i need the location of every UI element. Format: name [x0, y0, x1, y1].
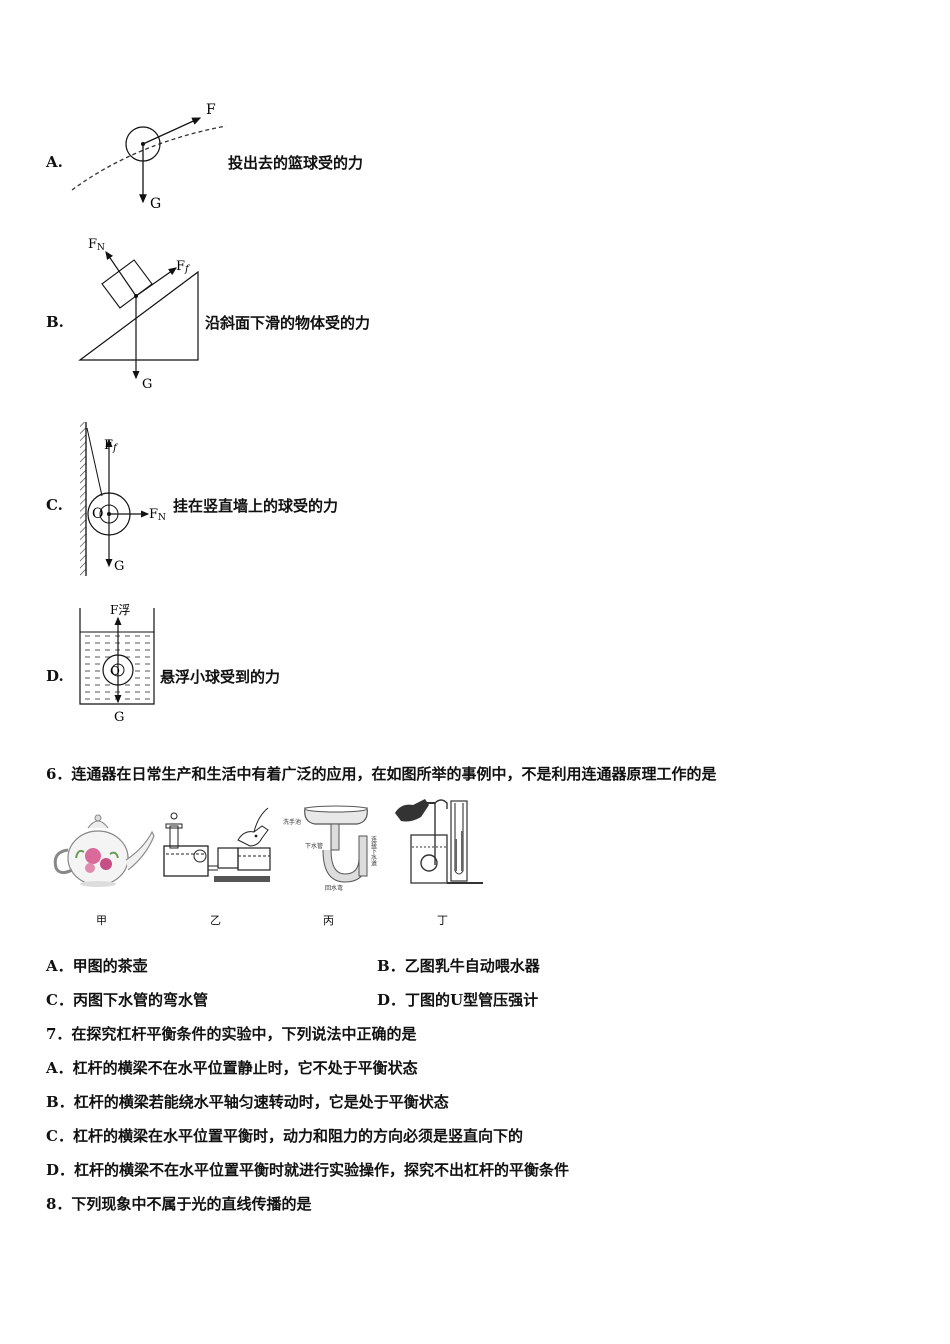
wall-ball-force-diagram: Ff FN O G: [80, 422, 166, 576]
center-label: O: [110, 664, 120, 678]
figure-label-yi: 乙: [210, 914, 221, 927]
option-a-letter: A.: [46, 153, 63, 171]
question-7-stem: 7．在探究杠杆平衡条件的实验中，下列说法中正确的是: [46, 1025, 417, 1043]
drain-pipe: [330, 823, 340, 851]
water-tank: [163, 845, 209, 877]
sink-trap-figure: 洗手池 下水管 回水弯 连接下水道: [283, 805, 377, 892]
gravity-label: G: [142, 377, 152, 392]
option-d-letter: D.: [46, 667, 64, 685]
q6-option-c[interactable]: C．丙图下水管的弯水管: [46, 991, 208, 1009]
q7-option-b[interactable]: B．杠杆的横梁若能绕水平轴匀速转动时，它是处于平衡状态: [46, 1093, 449, 1111]
q7-option-c[interactable]: C．杠杆的横梁在水平位置平衡时，动力和阻力的方向必须是竖直向下的: [46, 1127, 523, 1145]
container: [79, 608, 155, 705]
drinking-trough: [237, 847, 271, 871]
glove-hand: [395, 799, 429, 822]
incline-triangle: [78, 270, 199, 361]
q6-option-a[interactable]: A．甲图的茶壶: [46, 957, 148, 975]
option-b-letter: B.: [46, 313, 64, 331]
friction-force-arrow: [135, 267, 177, 297]
friction-label: Ff: [104, 438, 119, 454]
q7-option-a[interactable]: A．杠杆的横梁不在水平位置静止时，它不处于平衡状态: [46, 1059, 418, 1077]
force-f-arrow: [142, 117, 202, 145]
normal-force-arrow: [105, 251, 137, 297]
gravity-label: G: [114, 710, 124, 725]
center-label: O: [92, 506, 103, 522]
normal-label: FN: [149, 507, 166, 523]
option-d-caption: 悬浮小球受到的力: [160, 668, 281, 686]
incline-force-diagram: FN Ff G: [78, 237, 199, 392]
q6-option-d[interactable]: D．丁图的U型管压强计: [377, 991, 539, 1009]
basketball-force-diagram: F G: [71, 102, 227, 212]
option-a-caption: 投出去的篮球受的力: [228, 154, 364, 172]
pressure-gauge-figure: [395, 799, 483, 884]
sliding-block: [101, 259, 153, 309]
sewer-label: 连接下水道: [370, 835, 377, 867]
gauge-frame: [450, 800, 468, 882]
figure-label-ding: 丁: [437, 914, 448, 927]
question-8-stem: 8．下列现象中不属于光的直线传播的是: [46, 1195, 312, 1213]
beaker: [410, 834, 448, 884]
normal-label: FN: [88, 237, 105, 253]
friction-label: Ff: [176, 259, 191, 275]
flower-icon: [85, 848, 101, 864]
buoyancy-label: F浮: [110, 603, 130, 617]
q7-option-d[interactable]: D．杠杆的横梁不在水平位置平衡时就进行实验操作，探究不出杠杆的平衡条件: [46, 1161, 570, 1179]
question-6-stem: 6．连通器在日常生产和生活中有着广泛的应用，在如图所举的事例中，不是利用连通器原…: [46, 765, 717, 783]
figure-label-bing: 丙: [323, 914, 334, 927]
force-label: F: [206, 102, 216, 118]
string-line: [86, 427, 103, 497]
pipe-label: 下水管: [305, 842, 323, 850]
floating-ball-force-diagram: F浮 O G: [79, 603, 155, 725]
teapot-handle: [53, 848, 73, 875]
teapot-figure: [53, 814, 155, 887]
trap-label: 回水弯: [325, 884, 343, 892]
gravity-label: G: [150, 196, 161, 212]
cow-head: [237, 825, 269, 847]
teapot-lid: [87, 820, 109, 829]
option-c-caption: 挂在竖直墙上的球受的力: [173, 497, 339, 515]
gravity-label: G: [114, 559, 124, 574]
figure-label-jia: 甲: [96, 914, 107, 927]
option-c-letter: C.: [46, 496, 63, 514]
cattle-feeder-figure: [163, 807, 271, 882]
option-b-caption: 沿斜面下滑的物体受的力: [205, 314, 371, 332]
ground-base: [214, 876, 270, 882]
teapot-spout: [125, 830, 155, 871]
wall-hatch: [80, 422, 86, 576]
q6-option-b[interactable]: B．乙图乳牛自动喂水器: [377, 957, 540, 975]
trajectory-curve: [71, 125, 227, 191]
probe-head: [420, 854, 438, 872]
sink-label: 洗手池: [283, 818, 301, 826]
